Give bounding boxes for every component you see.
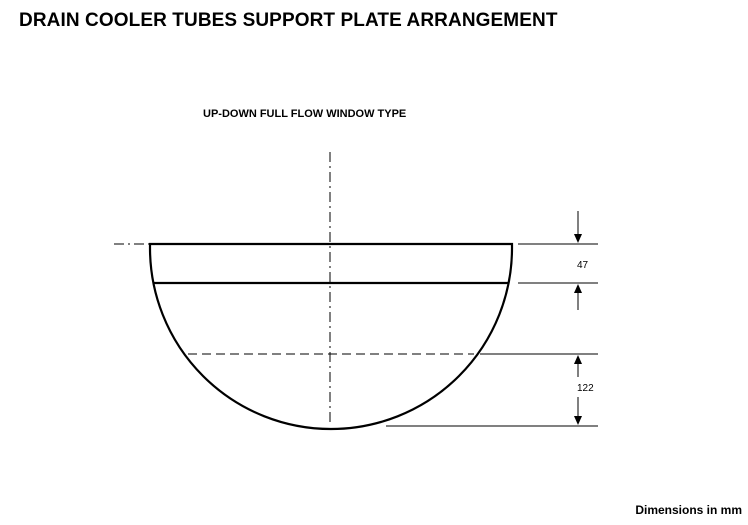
dimension-47-arrow-up — [574, 284, 582, 293]
dimension-47: 47 — [574, 211, 589, 310]
dimension-47-arrow-down — [574, 234, 582, 243]
page-title: DRAIN COOLER TUBES SUPPORT PLATE ARRANGE… — [19, 10, 558, 31]
dimension-122-label: 122 — [577, 383, 594, 394]
dimension-122: 122 — [574, 355, 594, 425]
dimension-122-arrow-down — [574, 416, 582, 425]
dimension-47-label: 47 — [577, 260, 589, 271]
dimension-122-arrow-up — [574, 355, 582, 364]
units-note: Dimensions in mm — [635, 503, 742, 517]
plate-outline — [148, 242, 514, 431]
diagram-subtitle: UP-DOWN FULL FLOW WINDOW TYPE — [203, 108, 407, 120]
